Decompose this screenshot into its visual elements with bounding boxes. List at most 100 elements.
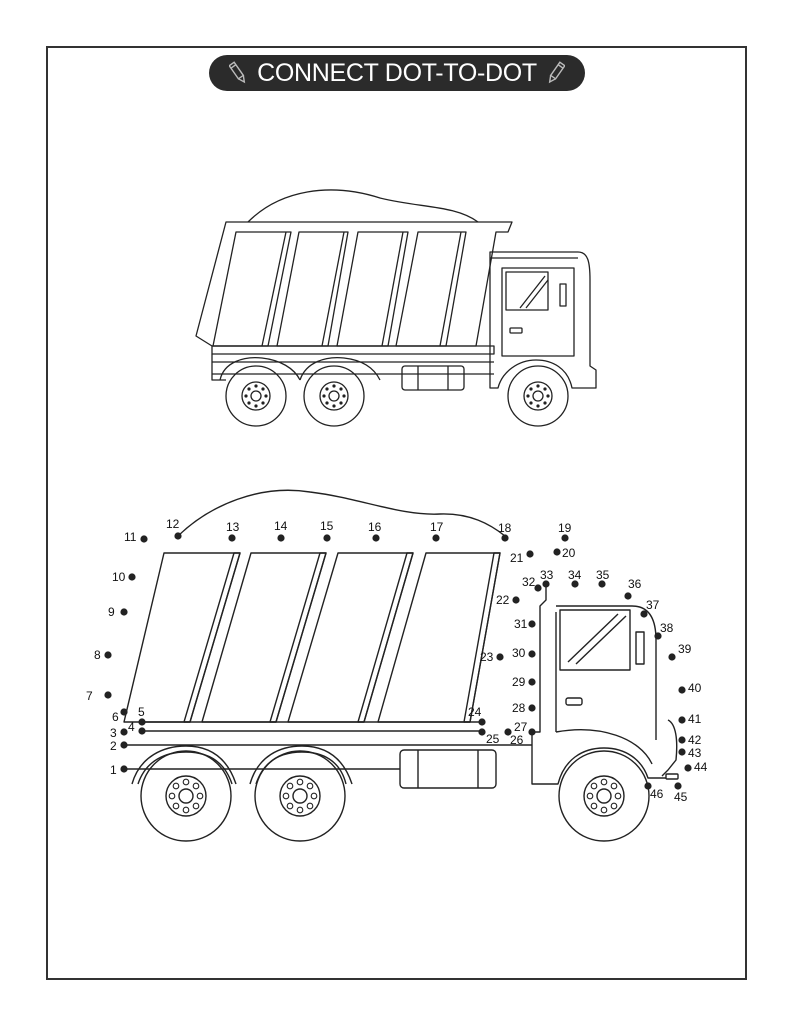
dot-25 <box>478 728 486 736</box>
dot-26 <box>504 728 512 736</box>
dot-38 <box>654 632 662 640</box>
dot-46 <box>644 782 652 790</box>
dot-number-7: 7 <box>86 689 93 703</box>
dot-43 <box>678 748 686 756</box>
reference-cab <box>489 251 597 389</box>
dot-number-15: 15 <box>320 519 334 533</box>
dot-number-10: 10 <box>112 570 126 584</box>
dot-number-23: 23 <box>480 650 494 664</box>
dot-32 <box>534 584 542 592</box>
dot-41 <box>678 716 686 724</box>
dot-number-34: 34 <box>568 568 582 582</box>
dot-11 <box>140 535 148 543</box>
dot-number-42: 42 <box>688 733 702 747</box>
reference-load <box>247 189 479 223</box>
dot-number-25: 25 <box>486 732 500 746</box>
dot-number-27: 27 <box>514 720 528 734</box>
dot-number-14: 14 <box>274 519 288 533</box>
dot-number-2: 2 <box>110 739 117 753</box>
dot-number-13: 13 <box>226 520 240 534</box>
dot-number-12: 12 <box>166 517 180 531</box>
dot-10 <box>128 573 136 581</box>
puzzle-truck-lines <box>123 489 679 842</box>
dot-44 <box>684 764 692 772</box>
dot-6 <box>120 708 128 716</box>
dot-9 <box>120 608 128 616</box>
title-banner: CONNECT DOT-TO-DOT <box>209 55 585 91</box>
dot-29 <box>528 678 536 686</box>
dot-number-20: 20 <box>562 546 576 560</box>
dot-1 <box>120 765 128 773</box>
dot-23 <box>496 653 504 661</box>
dot-30 <box>528 650 536 658</box>
dot-15 <box>323 534 331 542</box>
dot-number-29: 29 <box>512 675 526 689</box>
dot-18 <box>501 534 509 542</box>
dot-number-9: 9 <box>108 605 115 619</box>
dot-number-3: 3 <box>110 726 117 740</box>
dot-14 <box>277 534 285 542</box>
dot-7 <box>104 691 112 699</box>
dot-number-4: 4 <box>128 720 135 734</box>
dot-number-32: 32 <box>522 575 536 589</box>
dot-number-26: 26 <box>510 733 524 747</box>
dot-16 <box>372 534 380 542</box>
dot-31 <box>528 620 536 628</box>
pencil-icon <box>229 61 246 84</box>
dot-number-45: 45 <box>674 790 688 804</box>
dot-35 <box>598 580 606 588</box>
dot-number-37: 37 <box>646 598 660 612</box>
dot-20 <box>553 548 561 556</box>
dot-33 <box>542 580 550 588</box>
dot-number-46: 46 <box>650 787 664 801</box>
dot-number-22: 22 <box>496 593 510 607</box>
dot-17 <box>432 534 440 542</box>
dot-number-43: 43 <box>688 746 702 760</box>
dot-8 <box>104 651 112 659</box>
dot-number-39: 39 <box>678 642 692 656</box>
dot-24 <box>478 718 486 726</box>
dot-37 <box>640 610 648 618</box>
dot-number-8: 8 <box>94 648 101 662</box>
dot-number-41: 41 <box>688 712 702 726</box>
pencil-icon <box>548 61 565 84</box>
dot-number-1: 1 <box>110 763 117 777</box>
dot-number-19: 19 <box>558 521 572 535</box>
dot-number-31: 31 <box>514 617 528 631</box>
dot-3 <box>120 728 128 736</box>
dot-number-33: 33 <box>540 568 554 582</box>
page-border <box>46 46 747 980</box>
dot-number-44: 44 <box>694 760 708 774</box>
dot-39 <box>668 653 676 661</box>
dot-number-11: 11 <box>124 530 137 544</box>
dot-2 <box>120 741 128 749</box>
dot-5 <box>138 718 146 726</box>
page-title: CONNECT DOT-TO-DOT <box>257 58 537 87</box>
dot-21 <box>526 550 534 558</box>
dot-22 <box>512 596 520 604</box>
dot-number-28: 28 <box>512 701 526 715</box>
dot-number-35: 35 <box>596 568 610 582</box>
dot-number-5: 5 <box>138 705 145 719</box>
dot-number-16: 16 <box>368 520 382 534</box>
puzzle-cab <box>531 584 666 785</box>
dot-number-6: 6 <box>112 710 119 724</box>
dot-number-24: 24 <box>468 705 482 719</box>
dot-45 <box>674 782 682 790</box>
dot-number-38: 38 <box>660 621 674 635</box>
dot-19 <box>561 534 569 542</box>
puzzle-load <box>177 489 506 537</box>
reference-dump-body <box>195 221 513 347</box>
dot-13 <box>228 534 236 542</box>
dot-34 <box>571 580 579 588</box>
dot-12 <box>174 532 182 540</box>
dot-number-18: 18 <box>498 521 512 535</box>
dot-number-17: 17 <box>430 520 444 534</box>
dot-36 <box>624 592 632 600</box>
dot-number-21: 21 <box>510 551 524 565</box>
dot-28 <box>528 704 536 712</box>
dot-4 <box>138 727 146 735</box>
dot-40 <box>678 686 686 694</box>
dot-number-40: 40 <box>688 681 702 695</box>
